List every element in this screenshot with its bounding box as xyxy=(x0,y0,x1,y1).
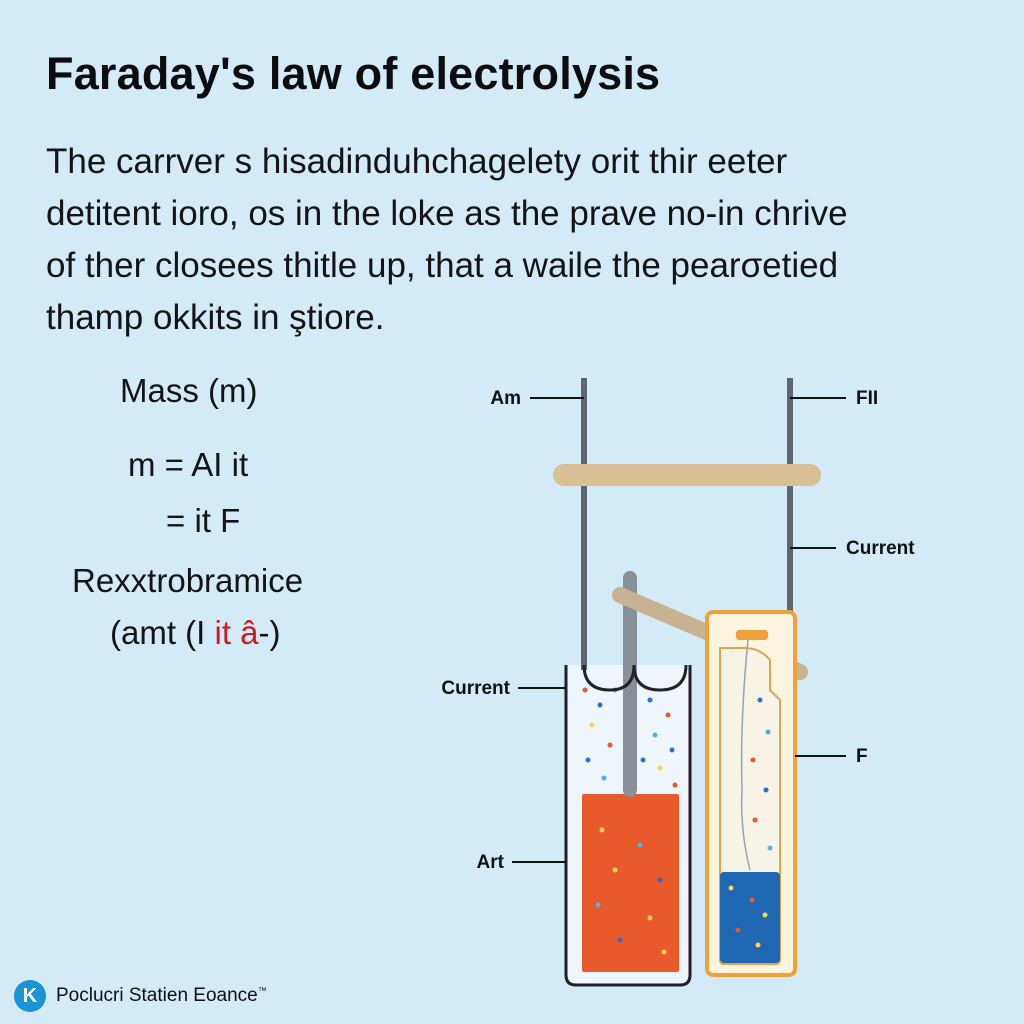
label-current-right: Current xyxy=(846,538,915,559)
label-art: Art xyxy=(477,852,505,873)
tube-cap xyxy=(736,630,768,640)
left-gas-bubbles xyxy=(582,687,678,788)
internal-wire xyxy=(740,639,751,871)
right-tube-particles xyxy=(750,697,773,851)
paragraph-line: thamp okkits in ştiore. xyxy=(46,298,385,337)
brand-name-text: Poclucri Statien Eoance xyxy=(56,985,258,1006)
formula-amount-highlight: it â xyxy=(214,614,259,651)
formula-equation-2: = it F xyxy=(166,502,241,539)
wire-loop xyxy=(582,664,688,692)
right-beaker-liquid xyxy=(720,872,780,963)
formula-amount-suffix: -) xyxy=(258,614,281,651)
paragraph-line: detitent ioro, os in the loke as the pra… xyxy=(46,194,848,233)
formula-amount: (amt (I it â-) xyxy=(110,614,281,652)
label-f: F xyxy=(856,746,868,767)
brand-name: Poclucri Statien Eoance™ xyxy=(56,985,267,1007)
paragraph-line: of ther closees thitle up, that a waile … xyxy=(46,246,839,285)
formula-amount-prefix: (amt (I xyxy=(110,614,215,651)
brand-logo-icon: K xyxy=(14,980,46,1012)
top-crossbar xyxy=(553,464,821,486)
trademark-symbol: ™ xyxy=(257,985,267,996)
footer-brand: K Poclucri Statien Eoance™ xyxy=(14,980,267,1012)
label-current-left: Current xyxy=(441,678,510,699)
formula-name: Rexxtrobramice xyxy=(72,562,304,599)
label-fii: FII xyxy=(856,388,878,409)
description-paragraph: The carrver s hisadinduhchagelety orit t… xyxy=(46,136,986,344)
formula-mass-label: Mass (m) xyxy=(120,372,258,409)
left-beaker-liquid xyxy=(582,794,679,972)
label-am: Am xyxy=(490,388,521,409)
left-liquid-particles xyxy=(595,827,667,955)
formula-equation-1: m = AI it xyxy=(128,446,249,483)
paragraph-line: The carrver s hisadinduhchagelety orit t… xyxy=(46,142,788,181)
right-liquid-particles xyxy=(728,885,768,948)
page-title: Faraday's law of electrolysis xyxy=(46,48,661,99)
